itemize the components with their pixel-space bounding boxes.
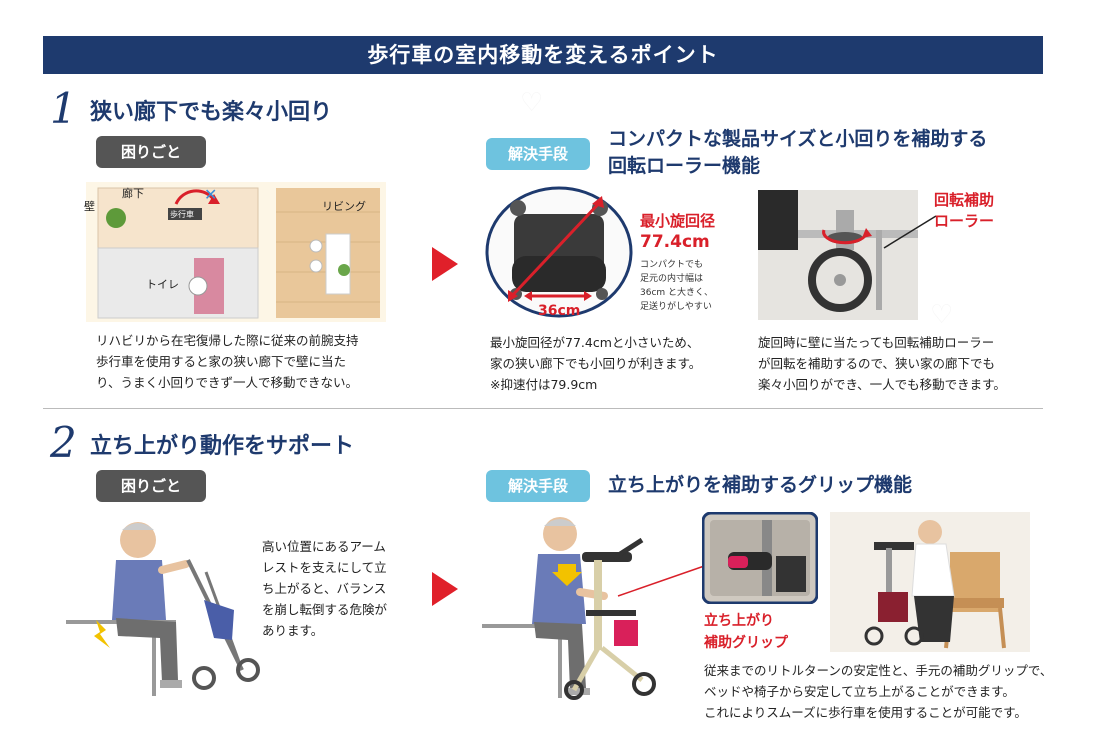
text-line: レストを支えにして立 bbox=[262, 560, 387, 575]
solution-badge: 解決手段 bbox=[486, 470, 590, 502]
solution-1-title: コンパクトな製品サイズと小回りを補助する 回転ローラー機能 bbox=[608, 126, 1048, 180]
text-line: り、うまく小回りできず一人で移動できない。 bbox=[96, 375, 359, 390]
walker-top-view-image bbox=[485, 186, 633, 318]
svg-text:✕: ✕ bbox=[204, 185, 217, 204]
width-label: 36cm bbox=[538, 303, 581, 319]
roller-text: 旋回時に壁に当たっても回転補助ローラー が回転を補助するので、狭い家の廊下でも … bbox=[758, 332, 1048, 395]
section-2-number: 2 bbox=[50, 418, 77, 467]
text-line: が回転を補助するので、狭い家の廊下でも bbox=[758, 356, 996, 371]
grip-text: 従来までのリトルターンの安定性と、手元の補助グリップで、 ベッドや椅子から安定し… bbox=[704, 660, 1084, 723]
text-line: 楽々小回りができ、一人でも移動できます。 bbox=[758, 377, 1006, 392]
text-line: ※抑速付は79.9cm bbox=[490, 377, 598, 392]
text-line: ベッドや椅子から安定して立ち上がることができます。 bbox=[704, 684, 1015, 699]
grip-label: 立ち上がり 補助グリップ bbox=[704, 610, 788, 654]
problem-2-text: 高い位置にあるアーム レストを支えにして立 ち上がると、バランス を崩し転倒する… bbox=[262, 536, 422, 641]
text-line: ち上がると、バランス bbox=[262, 581, 387, 596]
text-line: 歩行車を使用すると家の狭い廊下で壁に当た bbox=[96, 354, 347, 369]
roller-label: 回転補助 ローラー bbox=[934, 190, 994, 232]
floorplan-hallway-label: 廊下 bbox=[122, 187, 144, 200]
floorplan-walker-label: 歩行車 bbox=[170, 210, 194, 219]
text-line: 高い位置にあるアーム bbox=[262, 539, 386, 554]
compact-note: コンパクトでも 足元の内寸幅は 36cm と大きく、 足送りがしやすい bbox=[640, 258, 713, 314]
note-line: 足送りがしやすい bbox=[640, 302, 712, 312]
section-1-title: 狭い廊下でも楽々小回り bbox=[90, 100, 333, 125]
solution-badge: 解決手段 bbox=[486, 138, 590, 170]
problem-badge: 困りごと bbox=[96, 136, 206, 168]
label-line: 回転補助 bbox=[934, 191, 995, 209]
title-line: 回転ローラー機能 bbox=[608, 155, 761, 177]
arrow-right-icon bbox=[432, 572, 458, 606]
note-line: コンパクトでも bbox=[640, 260, 704, 270]
floorplan-wall-label: 壁 bbox=[84, 200, 95, 213]
floorplan-living-label: リビング bbox=[322, 200, 366, 213]
radius-label: 最小旋回径 bbox=[640, 212, 716, 230]
section-divider bbox=[43, 408, 1043, 409]
floorplan-toilet-label: トイレ bbox=[146, 278, 179, 291]
note-line: 足元の内寸幅は bbox=[640, 274, 704, 284]
watermark-heart-icon: ♡ bbox=[520, 88, 543, 118]
label-line: ローラー bbox=[934, 212, 995, 230]
roller-pointer-line bbox=[883, 215, 937, 249]
text-line: これによりスムーズに歩行車を使用することが可能です。 bbox=[704, 705, 1027, 720]
radius-text: 最小旋回径が77.4cmと小さいため、 家の狭い廊下でも小回りが利きます。 ※抑… bbox=[490, 332, 760, 395]
watermark-heart-icon: ♡ bbox=[930, 300, 953, 330]
text-line: リハビリから在宅復帰した際に従来の前腕支持 bbox=[96, 333, 359, 348]
grip-closeup-image bbox=[702, 512, 818, 604]
user-photo-image bbox=[830, 512, 1030, 652]
label-line: 補助グリップ bbox=[704, 635, 788, 651]
floorplan-illustration: ✕ bbox=[86, 182, 386, 322]
title-line: コンパクトな製品サイズと小回りを補助する bbox=[608, 128, 988, 150]
text-line: 家の狭い廊下でも小回りが利きます。 bbox=[490, 356, 702, 371]
roller-image bbox=[758, 190, 918, 320]
page-banner: 歩行車の室内移動を変えるポイント bbox=[43, 36, 1043, 74]
text-line: あります。 bbox=[262, 623, 324, 638]
solution-2-illustration bbox=[482, 517, 656, 700]
text-line: 従来までのリトルターンの安定性と、手元の補助グリップで、 bbox=[704, 663, 1053, 678]
grip-pointer-line bbox=[617, 563, 711, 597]
problem-1-text: リハビリから在宅復帰した際に従来の前腕支持 歩行車を使用すると家の狭い廊下で壁に… bbox=[96, 330, 396, 393]
text-line: 旋回時に壁に当たっても回転補助ローラー bbox=[758, 335, 995, 350]
solution-2-title: 立ち上がりを補助するグリップ機能 bbox=[608, 474, 913, 496]
section-1-number: 1 bbox=[50, 84, 77, 133]
text-line: を崩し転倒する危険が bbox=[262, 602, 388, 617]
text-line: 最小旋回径が77.4cmと小さいため、 bbox=[490, 335, 700, 350]
label-line: 立ち上がり bbox=[704, 613, 774, 629]
section-2-title: 立ち上がり動作をサポート bbox=[90, 434, 355, 459]
problem-2-illustration bbox=[66, 522, 260, 696]
arrow-right-icon bbox=[432, 247, 458, 281]
note-line: 36cm と大きく、 bbox=[640, 288, 714, 298]
problem-badge: 困りごと bbox=[96, 470, 206, 502]
radius-value: 77.4cm bbox=[640, 232, 710, 252]
